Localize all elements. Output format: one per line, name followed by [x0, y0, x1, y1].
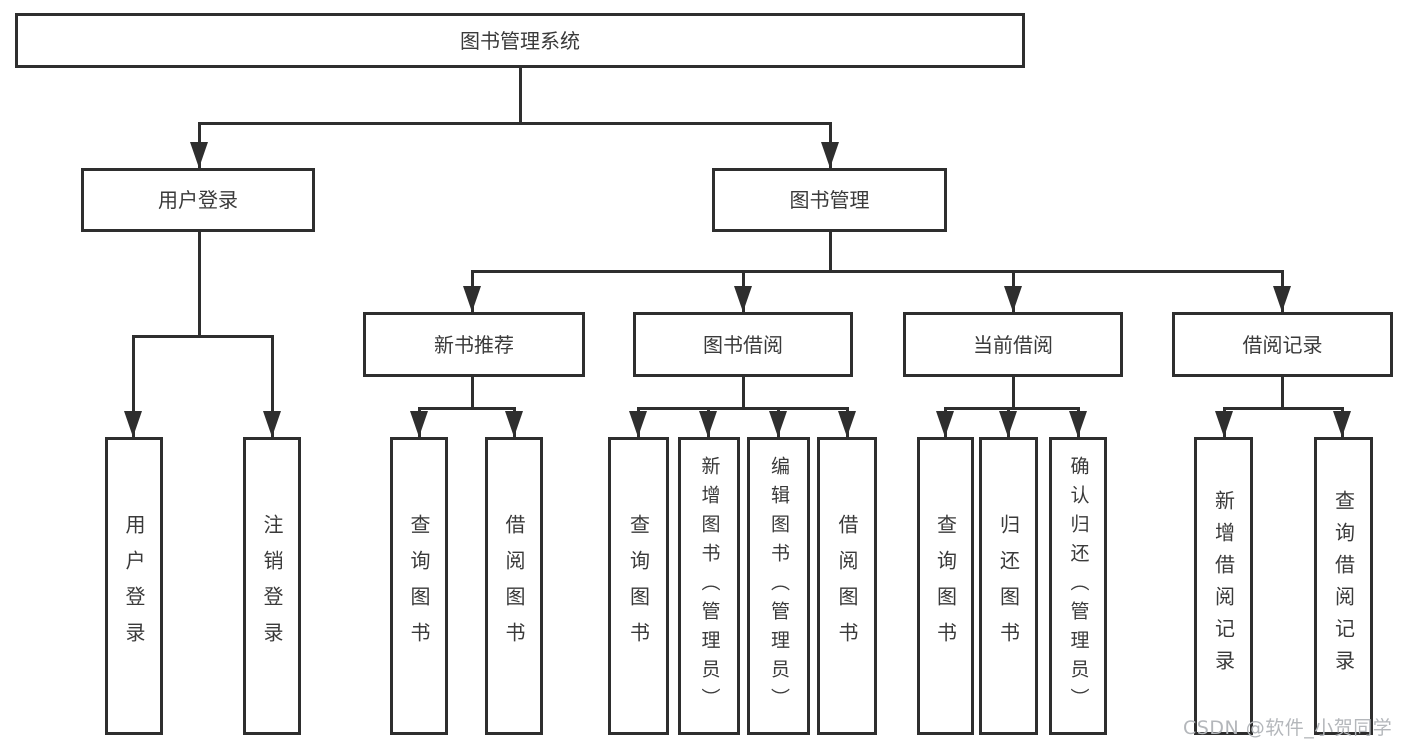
node-user-login: 用户登录 — [81, 168, 315, 232]
node-label: 编辑图书（管理员） — [768, 455, 790, 717]
node-leaf-return-books: 归还图书 — [979, 437, 1038, 735]
node-label: 查询图书 — [407, 514, 431, 658]
node-label: 查询图书 — [933, 514, 958, 658]
node-label: 当前借阅 — [973, 332, 1053, 357]
node-leaf-query-borrow-record: 查询借阅记录 — [1314, 437, 1373, 735]
connector-vline — [270, 335, 274, 437]
arrow-down-icon — [505, 411, 523, 437]
arrow-down-icon — [936, 411, 954, 437]
connector-hline — [197, 122, 832, 125]
arrow-down-icon — [629, 411, 647, 437]
node-leaf-borrow-books-nb: 借阅图书 — [485, 437, 543, 735]
node-new-book-recommend: 新书推荐 — [363, 312, 585, 377]
watermark: CSDN @软件_小贺同学 — [1183, 717, 1393, 739]
connector-hline — [470, 270, 1284, 273]
node-book-management: 图书管理 — [712, 168, 947, 232]
node-leaf-query-books-cb: 查询图书 — [917, 437, 974, 735]
arrow-down-icon — [1273, 286, 1291, 312]
node-label: 图书管理 — [789, 188, 870, 212]
arrow-down-icon — [190, 142, 208, 168]
node-current-borrowing: 当前借阅 — [903, 312, 1123, 377]
connector-vline — [741, 377, 745, 407]
node-label: 新增图书（管理员） — [698, 455, 721, 717]
node-leaf-user-login: 用户登录 — [105, 437, 163, 735]
node-label: 确认归还（管理员） — [1067, 455, 1090, 717]
arrow-down-icon — [699, 411, 717, 437]
node-borrow-records: 借阅记录 — [1172, 312, 1393, 377]
connector-vline — [470, 377, 474, 407]
node-leaf-borrow-books-bb: 借阅图书 — [817, 437, 877, 735]
connector-vline — [197, 232, 201, 335]
connector-hline — [943, 407, 1080, 410]
node-label: 图书管理系统 — [460, 28, 580, 53]
node-leaf-add-borrow-record: 新增借阅记录 — [1194, 437, 1253, 735]
node-leaf-confirm-return-admin: 确认归还（管理员） — [1049, 437, 1107, 735]
node-leaf-query-books-bb: 查询图书 — [608, 437, 669, 735]
arrow-down-icon — [1215, 411, 1233, 437]
connector-hline — [1222, 407, 1344, 410]
node-label: 新增借阅记录 — [1211, 490, 1236, 682]
connector-vline — [1011, 377, 1015, 407]
connector-vline — [131, 335, 135, 437]
node-label: 用户登录 — [122, 514, 146, 658]
node-label: 归还图书 — [996, 514, 1021, 658]
node-label: 借阅图书 — [502, 514, 526, 658]
node-label: 新书推荐 — [434, 332, 514, 357]
arrow-down-icon — [769, 411, 787, 437]
node-leaf-logout: 注销登录 — [243, 437, 301, 735]
node-label: 图书借阅 — [703, 332, 783, 357]
arrow-down-icon — [263, 411, 281, 437]
node-root: 图书管理系统 — [15, 13, 1025, 68]
node-label: 借阅记录 — [1242, 332, 1323, 357]
node-leaf-edit-books-admin: 编辑图书（管理员） — [747, 437, 810, 735]
connector-hline — [131, 335, 274, 338]
arrow-down-icon — [124, 411, 142, 437]
arrow-down-icon — [1069, 411, 1087, 437]
node-leaf-add-books-admin: 新增图书（管理员） — [678, 437, 740, 735]
arrow-down-icon — [410, 411, 428, 437]
connector-hline — [417, 407, 516, 410]
node-label: 借阅图书 — [835, 514, 859, 658]
connector-hline — [636, 407, 849, 410]
arrow-down-icon — [1333, 411, 1351, 437]
connector-vline — [828, 232, 832, 270]
arrow-down-icon — [1004, 286, 1022, 312]
connector-vline — [518, 68, 522, 122]
arrow-down-icon — [821, 142, 839, 168]
node-label: 注销登录 — [260, 514, 284, 658]
node-label: 用户登录 — [158, 188, 238, 212]
node-label: 查询图书 — [626, 514, 651, 658]
node-leaf-query-books-nb: 查询图书 — [390, 437, 448, 735]
connector-vline — [1280, 377, 1284, 407]
node-book-borrowing: 图书借阅 — [633, 312, 853, 377]
arrow-down-icon — [999, 411, 1017, 437]
arrow-down-icon — [838, 411, 856, 437]
node-label: 查询借阅记录 — [1331, 490, 1356, 682]
arrow-down-icon — [734, 286, 752, 312]
arrow-down-icon — [463, 286, 481, 312]
